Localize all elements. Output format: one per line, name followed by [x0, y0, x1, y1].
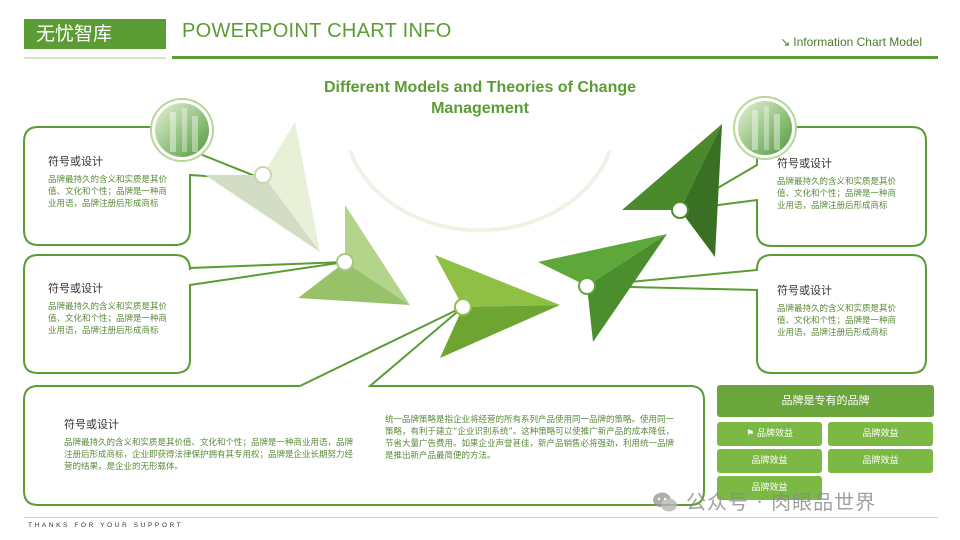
brand-button-1[interactable]: ⚑ 品牌效益 [717, 422, 822, 446]
plane-3 [435, 255, 560, 358]
callout-left-1: 符号或设计 品牌最持久的含义和实质是其价值、文化和个性；品牌是一种商业用语，品牌… [48, 153, 174, 210]
brand-button-4[interactable]: 品牌效益 [828, 449, 933, 473]
joint-dot-1 [255, 167, 271, 183]
bottom-box-title: 符号或设计 [64, 416, 354, 432]
callout-body: 品牌最持久的含义和实质是其价值、文化和个性；品牌是一种商业用语，品牌注册后形成商… [777, 176, 903, 212]
plane-2 [298, 205, 410, 305]
flag-icon: ⚑ [746, 429, 757, 439]
photo-circle-left [151, 99, 213, 161]
background-arc [350, 150, 610, 230]
callout-title: 符号或设计 [48, 153, 174, 169]
callout-body: 品牌最持久的含义和实质是其价值、文化和个性；品牌是一种商业用语，品牌注册后形成商… [48, 301, 174, 337]
joint-dot-2 [337, 254, 353, 270]
joint-dot-4 [579, 278, 595, 294]
plane-1 [205, 122, 320, 252]
bottom-box-body: 品牌最持久的含义和实质是其价值、文化和个性；品牌是一种商业用语，品牌注册后形成商… [64, 437, 354, 473]
callout-right-2: 符号或设计 品牌最持久的含义和实质是其价值、文化和个性；品牌是一种商业用语，品牌… [777, 282, 903, 339]
callout-title: 符号或设计 [777, 282, 903, 298]
callout-body: 品牌最持久的含义和实质是其价值、文化和个性；品牌是一种商业用语，品牌注册后形成商… [777, 303, 903, 339]
callout-title: 符号或设计 [777, 155, 903, 171]
wechat-icon [652, 491, 678, 513]
callout-left-2: 符号或设计 品牌最持久的含义和实质是其价值、文化和个性；品牌是一种商业用语，品牌… [48, 280, 174, 337]
strategy-text: 统一品牌策略是指企业将经营的所有系列产品使用同一品牌的策略。使用同一策略，有利于… [385, 414, 675, 462]
callout-body: 品牌最持久的含义和实质是其价值、文化和个性；品牌是一种商业用语，品牌注册后形成商… [48, 174, 174, 210]
footer-rule [24, 517, 938, 518]
footer-text: THANKS FOR YOUR SUPPORT [28, 522, 183, 529]
brand-button-2[interactable]: 品牌效益 [828, 422, 933, 446]
callout-right-1: 符号或设计 品牌最持久的含义和实质是其价值、文化和个性；品牌是一种商业用语，品牌… [777, 155, 903, 212]
photo-circle-right [734, 97, 796, 159]
brand-panel-header: 品牌是专有的品牌 [717, 385, 934, 417]
plane-5 [622, 124, 722, 257]
joint-dot-5 [672, 202, 688, 218]
watermark: 公众号 · 肉眼品世界 [652, 486, 876, 515]
bottom-box-content: 符号或设计 品牌最持久的含义和实质是其价值、文化和个性；品牌是一种商业用语，品牌… [64, 416, 354, 473]
brand-button-3[interactable]: 品牌效益 [717, 449, 822, 473]
joint-dot-3 [455, 299, 471, 315]
brand-button-label: 品牌效益 [757, 429, 793, 439]
callout-title: 符号或设计 [48, 280, 174, 296]
watermark-text: 公众号 · 肉眼品世界 [686, 490, 876, 514]
